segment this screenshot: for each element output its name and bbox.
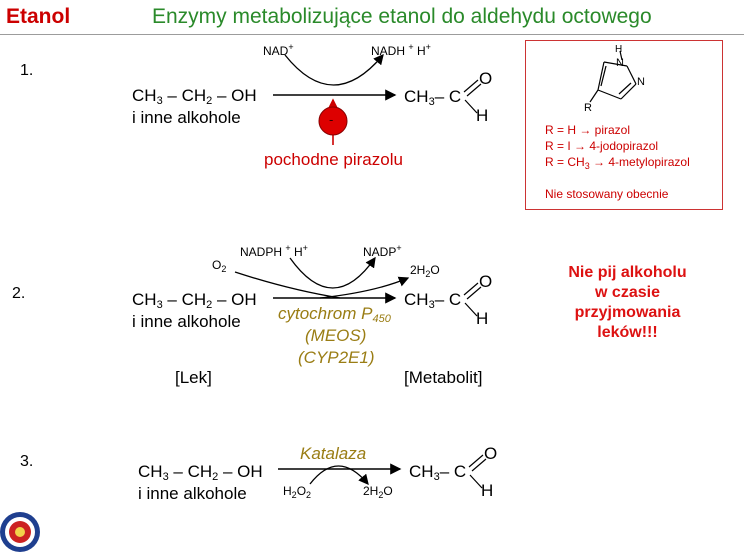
header-divider bbox=[0, 34, 744, 35]
reaction3-product: CH3– C bbox=[409, 462, 467, 483]
reaction2-oxygen: O2 bbox=[212, 258, 227, 274]
aldehyde2-hydrogen: H bbox=[476, 309, 489, 328]
reaction2-cofactor-curve bbox=[289, 256, 376, 289]
warning-line-4: leków!!! bbox=[597, 324, 658, 341]
pyrazole-atom-r: R bbox=[584, 102, 592, 114]
reaction2-enzyme: cytochrom P450 bbox=[278, 304, 391, 325]
reaction2-water: 2H2O bbox=[410, 263, 440, 279]
reaction1-product: CH3– C bbox=[404, 87, 462, 108]
pyrazole-atom-n1: N bbox=[616, 57, 624, 69]
aldehyde1-h-bond bbox=[464, 99, 478, 114]
reaction2-o2-curve bbox=[234, 271, 341, 299]
pyrazole-atom-n2: N bbox=[637, 76, 645, 88]
aldehyde2-double-bond-b bbox=[466, 286, 482, 300]
reaction1-inhibitor: pochodne pirazolu bbox=[264, 150, 403, 169]
reaction3-number: 3. bbox=[20, 453, 34, 470]
reaction2-left-tag: [Lek] bbox=[175, 368, 212, 387]
reaction3-water: 2H2O bbox=[363, 484, 393, 500]
reaction2-number: 2. bbox=[12, 285, 26, 302]
reaction1-cofactor-out: NADH + H+ bbox=[371, 42, 431, 58]
pyrazole-structure bbox=[589, 50, 637, 103]
pyrazole-atom-h: H bbox=[615, 44, 623, 55]
inhibitor-sign: - bbox=[329, 112, 334, 127]
reaction3-enzyme: Katalaza bbox=[300, 444, 367, 463]
aldehyde3-double-bond-a bbox=[468, 454, 484, 468]
aldehyde2-double-bond-a bbox=[463, 282, 479, 296]
warning-line-2: w czasie bbox=[595, 284, 660, 301]
aldehyde3-hydrogen: H bbox=[481, 481, 494, 500]
pyrazole-line-3: R = CH3 → 4-metylopirazol bbox=[545, 155, 690, 171]
reaction1-cofactor-curve bbox=[284, 54, 384, 86]
header-right-title: Enzymy metabolizujące etanol do aldehydu… bbox=[152, 5, 652, 28]
reaction1-cofactor-in: NAD+ bbox=[263, 42, 294, 58]
reaction2-product: CH3– C bbox=[404, 290, 462, 311]
reaction1-substrate-note: i inne alkohole bbox=[132, 108, 241, 127]
pyrazole-line-2: R = I → 4-jodopirazol bbox=[545, 139, 659, 153]
aldehyde2-h-bond bbox=[464, 302, 478, 317]
aldehyde1-double-bond-b bbox=[466, 83, 482, 97]
aldehyde1-double-bond-a bbox=[463, 79, 479, 93]
reaction1-number: 1. bbox=[20, 62, 34, 79]
pyrazole-line-1: R = H → pirazol bbox=[545, 123, 631, 137]
reaction2-substrate: CH3 – CH2 – OH bbox=[132, 290, 257, 311]
reaction3-substrate-note: i inne alkohole bbox=[138, 484, 247, 503]
reaction1-substrate: CH3 – CH2 – OH bbox=[132, 86, 257, 107]
header-left-title: Etanol bbox=[6, 5, 71, 28]
pyrazole-note: Nie stosowany obecnie bbox=[545, 187, 669, 201]
reaction2-cofactor-out: NADP+ bbox=[363, 243, 402, 259]
reaction2-enzyme-alias-cyp: (CYP2E1) bbox=[298, 348, 375, 367]
aldehyde3-h-bond bbox=[469, 474, 483, 489]
reaction2-cofactor-in: NADPH + H+ bbox=[240, 243, 308, 259]
aldehyde3-oxygen: O bbox=[484, 444, 498, 463]
pyrazole-info-box: H N N R R = H → pirazol R = I → 4-jodopi… bbox=[525, 40, 723, 210]
warning-line-1: Nie pij alkoholu bbox=[568, 264, 687, 281]
reaction3-substrate: CH3 – CH2 – OH bbox=[138, 462, 263, 483]
reaction2-right-tag: [Metabolit] bbox=[404, 368, 483, 387]
warning-line-3: przyjmowania bbox=[574, 304, 681, 321]
drug-interaction-warning: Nie pij alkoholu w czasie przyjmowania l… bbox=[540, 263, 715, 343]
reaction3-peroxide-curve bbox=[309, 465, 369, 485]
aldehyde1-hydrogen: H bbox=[476, 106, 489, 125]
aldehyde3-double-bond-b bbox=[471, 458, 487, 472]
aldehyde2-oxygen: O bbox=[479, 272, 493, 291]
reaction2-enzyme-alias-meos: (MEOS) bbox=[305, 326, 367, 345]
reaction3-peroxide: H2O2 bbox=[283, 484, 312, 500]
reaction2-water-curve bbox=[319, 276, 410, 299]
inhibitor-circle bbox=[318, 106, 348, 136]
aldehyde1-oxygen: O bbox=[479, 69, 493, 88]
reaction2-substrate-note: i inne alkohole bbox=[132, 312, 241, 331]
university-seal-logo bbox=[0, 512, 40, 552]
